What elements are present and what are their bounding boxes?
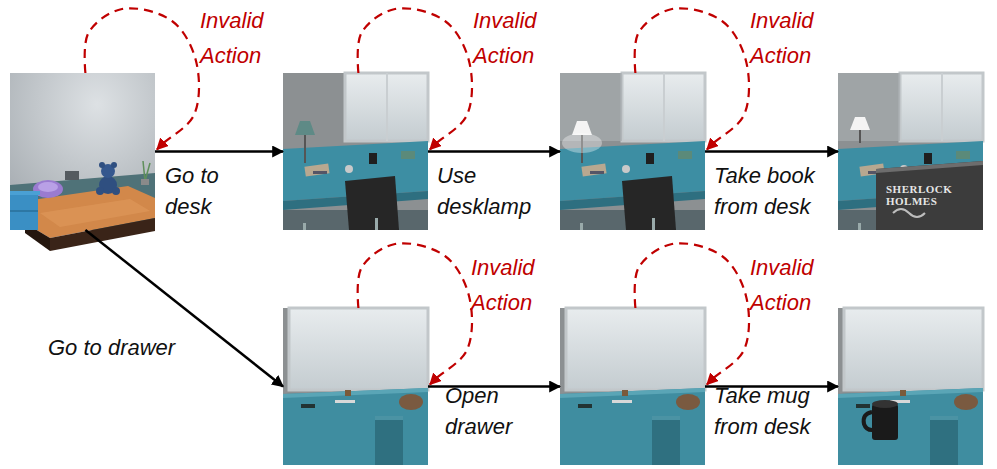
action-label: Take mug from desk bbox=[714, 380, 839, 442]
invalid-action-label: Invalid Action bbox=[200, 3, 290, 73]
scene-image bbox=[560, 308, 705, 465]
invalid-loop-arrow bbox=[635, 8, 749, 149]
transition-arrow bbox=[705, 150, 838, 153]
scene-image: SHERLOCK HOLMES bbox=[838, 73, 983, 230]
invalid-action-label: Invalid Action bbox=[471, 250, 561, 320]
transition-arrow bbox=[85, 230, 283, 387]
action-label: Go to drawer bbox=[48, 332, 248, 363]
invalid-loop-arrow bbox=[358, 8, 472, 149]
transition-arrow bbox=[428, 150, 560, 153]
scene-image bbox=[838, 308, 983, 465]
scene-image bbox=[10, 73, 155, 230]
invalid-action-label: Invalid Action bbox=[750, 3, 840, 73]
transition-arrow bbox=[155, 150, 283, 153]
scene-image bbox=[560, 73, 705, 230]
book-title: SHERLOCK HOLMES bbox=[886, 183, 983, 207]
transition-arrow bbox=[428, 385, 560, 388]
action-label: Use desklamp bbox=[437, 160, 542, 222]
scene-image bbox=[283, 308, 428, 465]
action-label: Open drawer bbox=[445, 380, 535, 442]
scene-image bbox=[283, 73, 428, 230]
invalid-loop-arrow bbox=[635, 243, 749, 384]
action-label: Take book from desk bbox=[714, 160, 839, 222]
invalid-action-label: Invalid Action bbox=[473, 3, 563, 73]
action-label: Go to desk bbox=[165, 160, 245, 222]
invalid-action-label: Invalid Action bbox=[750, 250, 840, 320]
invalid-loop-arrow bbox=[85, 8, 199, 149]
invalid-loop-arrow bbox=[358, 243, 472, 384]
transition-arrow bbox=[705, 385, 838, 388]
